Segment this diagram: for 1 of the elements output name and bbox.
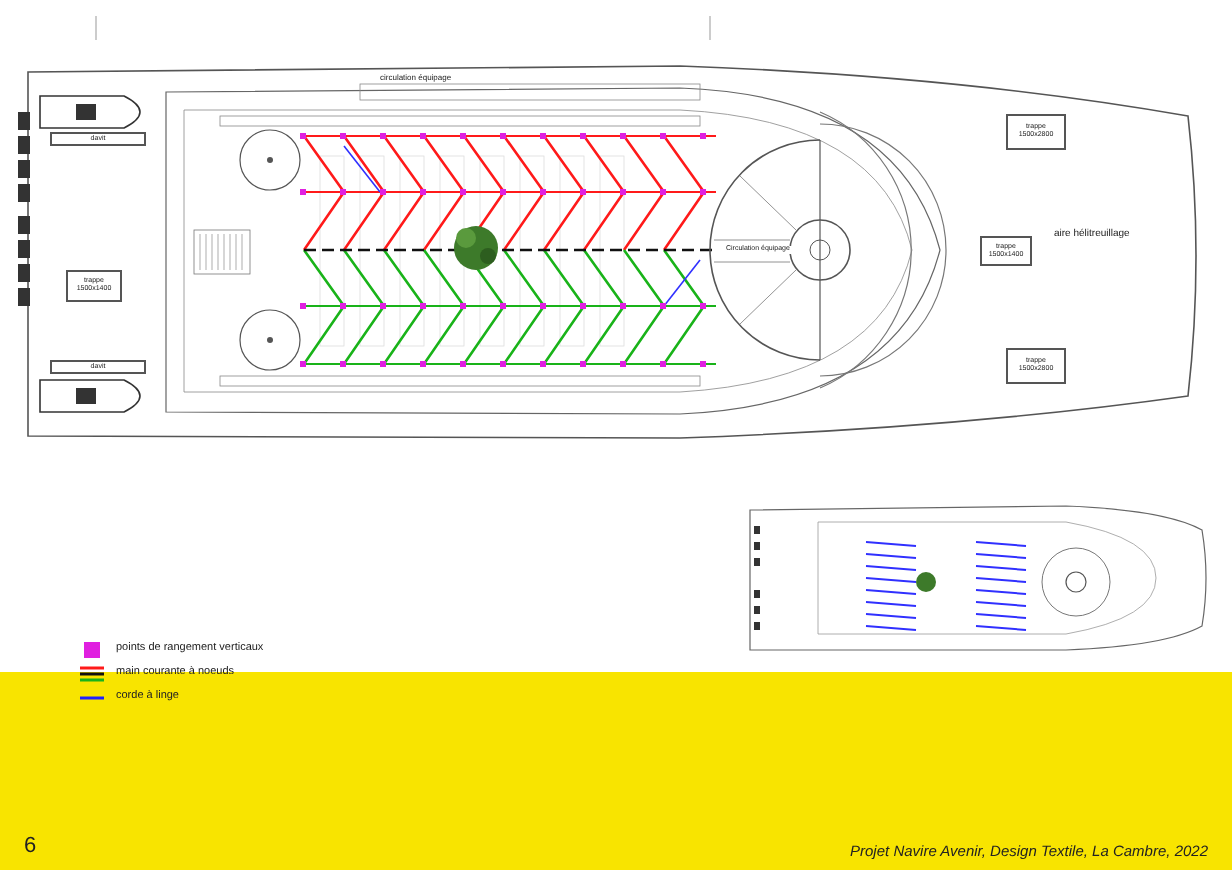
plan-label: 6 (24, 836, 37, 858)
